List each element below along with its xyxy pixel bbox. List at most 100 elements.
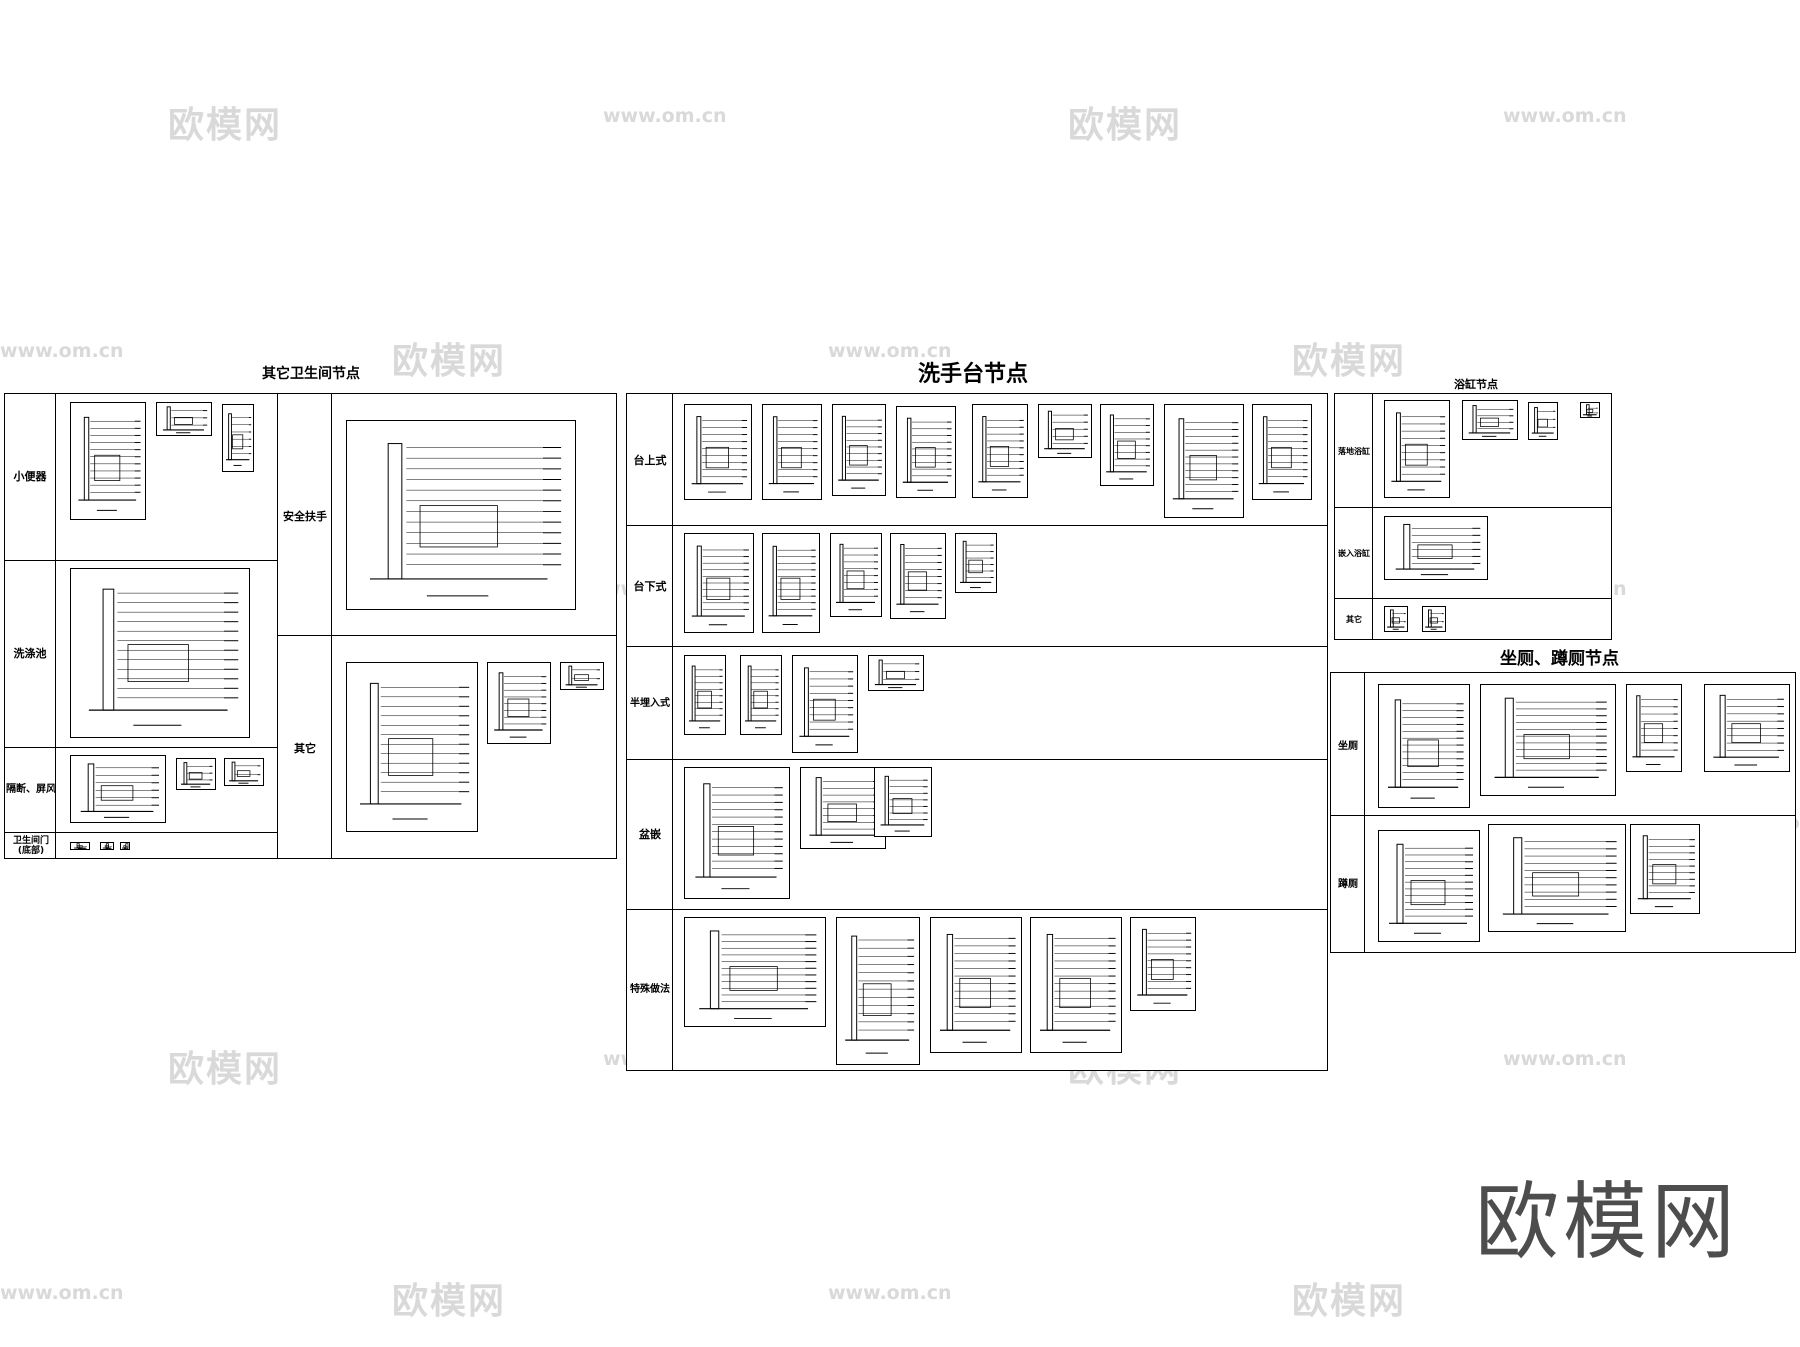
detail-drawing xyxy=(1528,402,1558,440)
washbasin-title: 洗手台节点 xyxy=(918,362,1029,387)
detail-drawing xyxy=(896,406,956,498)
detail-drawing xyxy=(830,533,882,617)
bathtub-row-divider xyxy=(1334,598,1612,599)
detail-drawing xyxy=(1422,606,1446,632)
detail-drawing xyxy=(346,420,576,610)
row-label-undercounter: 台下式 xyxy=(633,580,667,593)
watermark-url: www.om.cn xyxy=(1503,105,1627,127)
detail-drawing xyxy=(120,842,130,850)
row-label-semi-recessed: 半埋入式 xyxy=(630,698,670,709)
detail-drawing xyxy=(740,655,782,735)
detail-drawing xyxy=(1630,824,1700,914)
detail-drawing xyxy=(1488,824,1626,932)
detail-drawing xyxy=(70,402,146,520)
bathtub-row-divider xyxy=(1334,507,1612,508)
detail-drawing xyxy=(1580,402,1600,418)
detail-drawing xyxy=(70,755,166,823)
detail-drawing xyxy=(1626,684,1682,772)
watermark-url: www.om.cn xyxy=(828,1282,952,1304)
other-bath-row-divider xyxy=(4,560,277,561)
detail-drawing xyxy=(70,568,250,738)
detail-drawing xyxy=(832,404,886,496)
watermark-text: 欧模网 xyxy=(168,1049,283,1090)
toilet-col-divider xyxy=(1364,672,1365,953)
detail-drawing xyxy=(1384,516,1488,580)
row-label-other: 其它 xyxy=(294,742,316,755)
other-bath-title: 其它卫生间节点 xyxy=(262,366,360,382)
washbasin-col-divider xyxy=(672,393,673,1071)
row-label-grab-bar: 安全扶手 xyxy=(283,510,327,523)
detail-drawing xyxy=(1100,404,1154,486)
detail-drawing xyxy=(1164,404,1244,518)
detail-drawing xyxy=(684,404,752,500)
detail-drawing xyxy=(224,758,264,786)
row-label-special: 特殊做法 xyxy=(630,984,670,995)
watermark-text: 欧模网 xyxy=(392,1281,507,1322)
detail-drawing xyxy=(1252,404,1312,500)
detail-drawing xyxy=(1378,684,1470,808)
detail-drawing xyxy=(100,842,114,850)
detail-drawing xyxy=(560,662,604,690)
detail-drawing xyxy=(930,917,1022,1053)
detail-drawing xyxy=(222,404,254,472)
watermark-url: www.om.cn xyxy=(603,105,727,127)
row-label-basin-inset: 盆嵌 xyxy=(639,828,661,841)
detail-drawing xyxy=(684,655,726,735)
other-bath-mid-divider xyxy=(277,393,278,859)
detail-drawing xyxy=(890,533,946,619)
washbasin-row-divider xyxy=(626,525,1328,526)
watermark-text: 欧模网 xyxy=(1068,105,1183,146)
detail-drawing xyxy=(1030,917,1122,1053)
row-label-sink: 洗涤池 xyxy=(13,647,47,660)
detail-drawing xyxy=(1038,404,1092,458)
detail-drawing xyxy=(1462,400,1518,440)
other-bath-row-divider xyxy=(4,832,277,833)
detail-drawing xyxy=(1704,684,1790,772)
detail-drawing xyxy=(972,404,1028,498)
row-label-partition: 隔断、屏风 xyxy=(6,784,56,795)
detail-drawing xyxy=(156,402,212,436)
detail-drawing xyxy=(836,917,920,1065)
detail-drawing xyxy=(762,533,820,633)
row-label-freestanding-tub: 落地浴缸 xyxy=(1338,447,1370,456)
row-label-built-in-tub: 嵌入浴缸 xyxy=(1338,549,1370,558)
row-label-countertop: 台上式 xyxy=(633,454,667,467)
watermark-url: www.om.cn xyxy=(0,340,124,362)
row-label-door: 卫生间门 (底部) xyxy=(12,836,49,856)
washbasin-row-divider xyxy=(626,646,1328,647)
brand-logo: 欧模网 xyxy=(1475,1173,1740,1271)
detail-drawing xyxy=(874,767,932,837)
toilet-title: 坐厕、蹲厕节点 xyxy=(1500,649,1619,669)
watermark-url: www.om.cn xyxy=(1503,1048,1627,1070)
watermark-text: 欧模网 xyxy=(168,105,283,146)
detail-drawing xyxy=(346,662,478,832)
watermark-text: 欧模网 xyxy=(1292,1281,1407,1322)
detail-drawing xyxy=(792,655,858,753)
detail-drawing xyxy=(1130,917,1196,1011)
washbasin-row-divider xyxy=(626,909,1328,910)
watermark-text: 欧模网 xyxy=(1292,341,1407,382)
detail-drawing xyxy=(955,533,997,593)
detail-drawing xyxy=(684,533,754,633)
detail-drawing xyxy=(176,758,216,790)
row-label-squat-toilet: 蹲厕 xyxy=(1338,879,1358,890)
detail-drawing xyxy=(1384,400,1450,498)
detail-drawing xyxy=(1384,606,1408,632)
bathtub-title: 浴缸节点 xyxy=(1454,378,1498,391)
other-bath-col-divider xyxy=(55,393,56,859)
detail-drawing xyxy=(70,842,90,850)
watermark-url: www.om.cn xyxy=(0,1282,124,1304)
row-label-urinal: 小便器 xyxy=(13,470,47,483)
other-bath-right-col-divider xyxy=(331,393,332,859)
watermark-text: 欧模网 xyxy=(392,341,507,382)
detail-drawing xyxy=(1378,830,1480,942)
washbasin-row-divider xyxy=(626,759,1328,760)
detail-drawing xyxy=(800,767,886,849)
detail-drawing xyxy=(684,917,826,1027)
other-bath-right-row-divider xyxy=(277,635,617,636)
bathtub-col-divider xyxy=(1372,393,1373,640)
detail-drawing xyxy=(1480,684,1616,796)
row-label-tub-other: 其它 xyxy=(1346,615,1362,624)
row-label-seat-toilet: 坐厕 xyxy=(1338,741,1358,752)
detail-drawing xyxy=(762,404,822,500)
